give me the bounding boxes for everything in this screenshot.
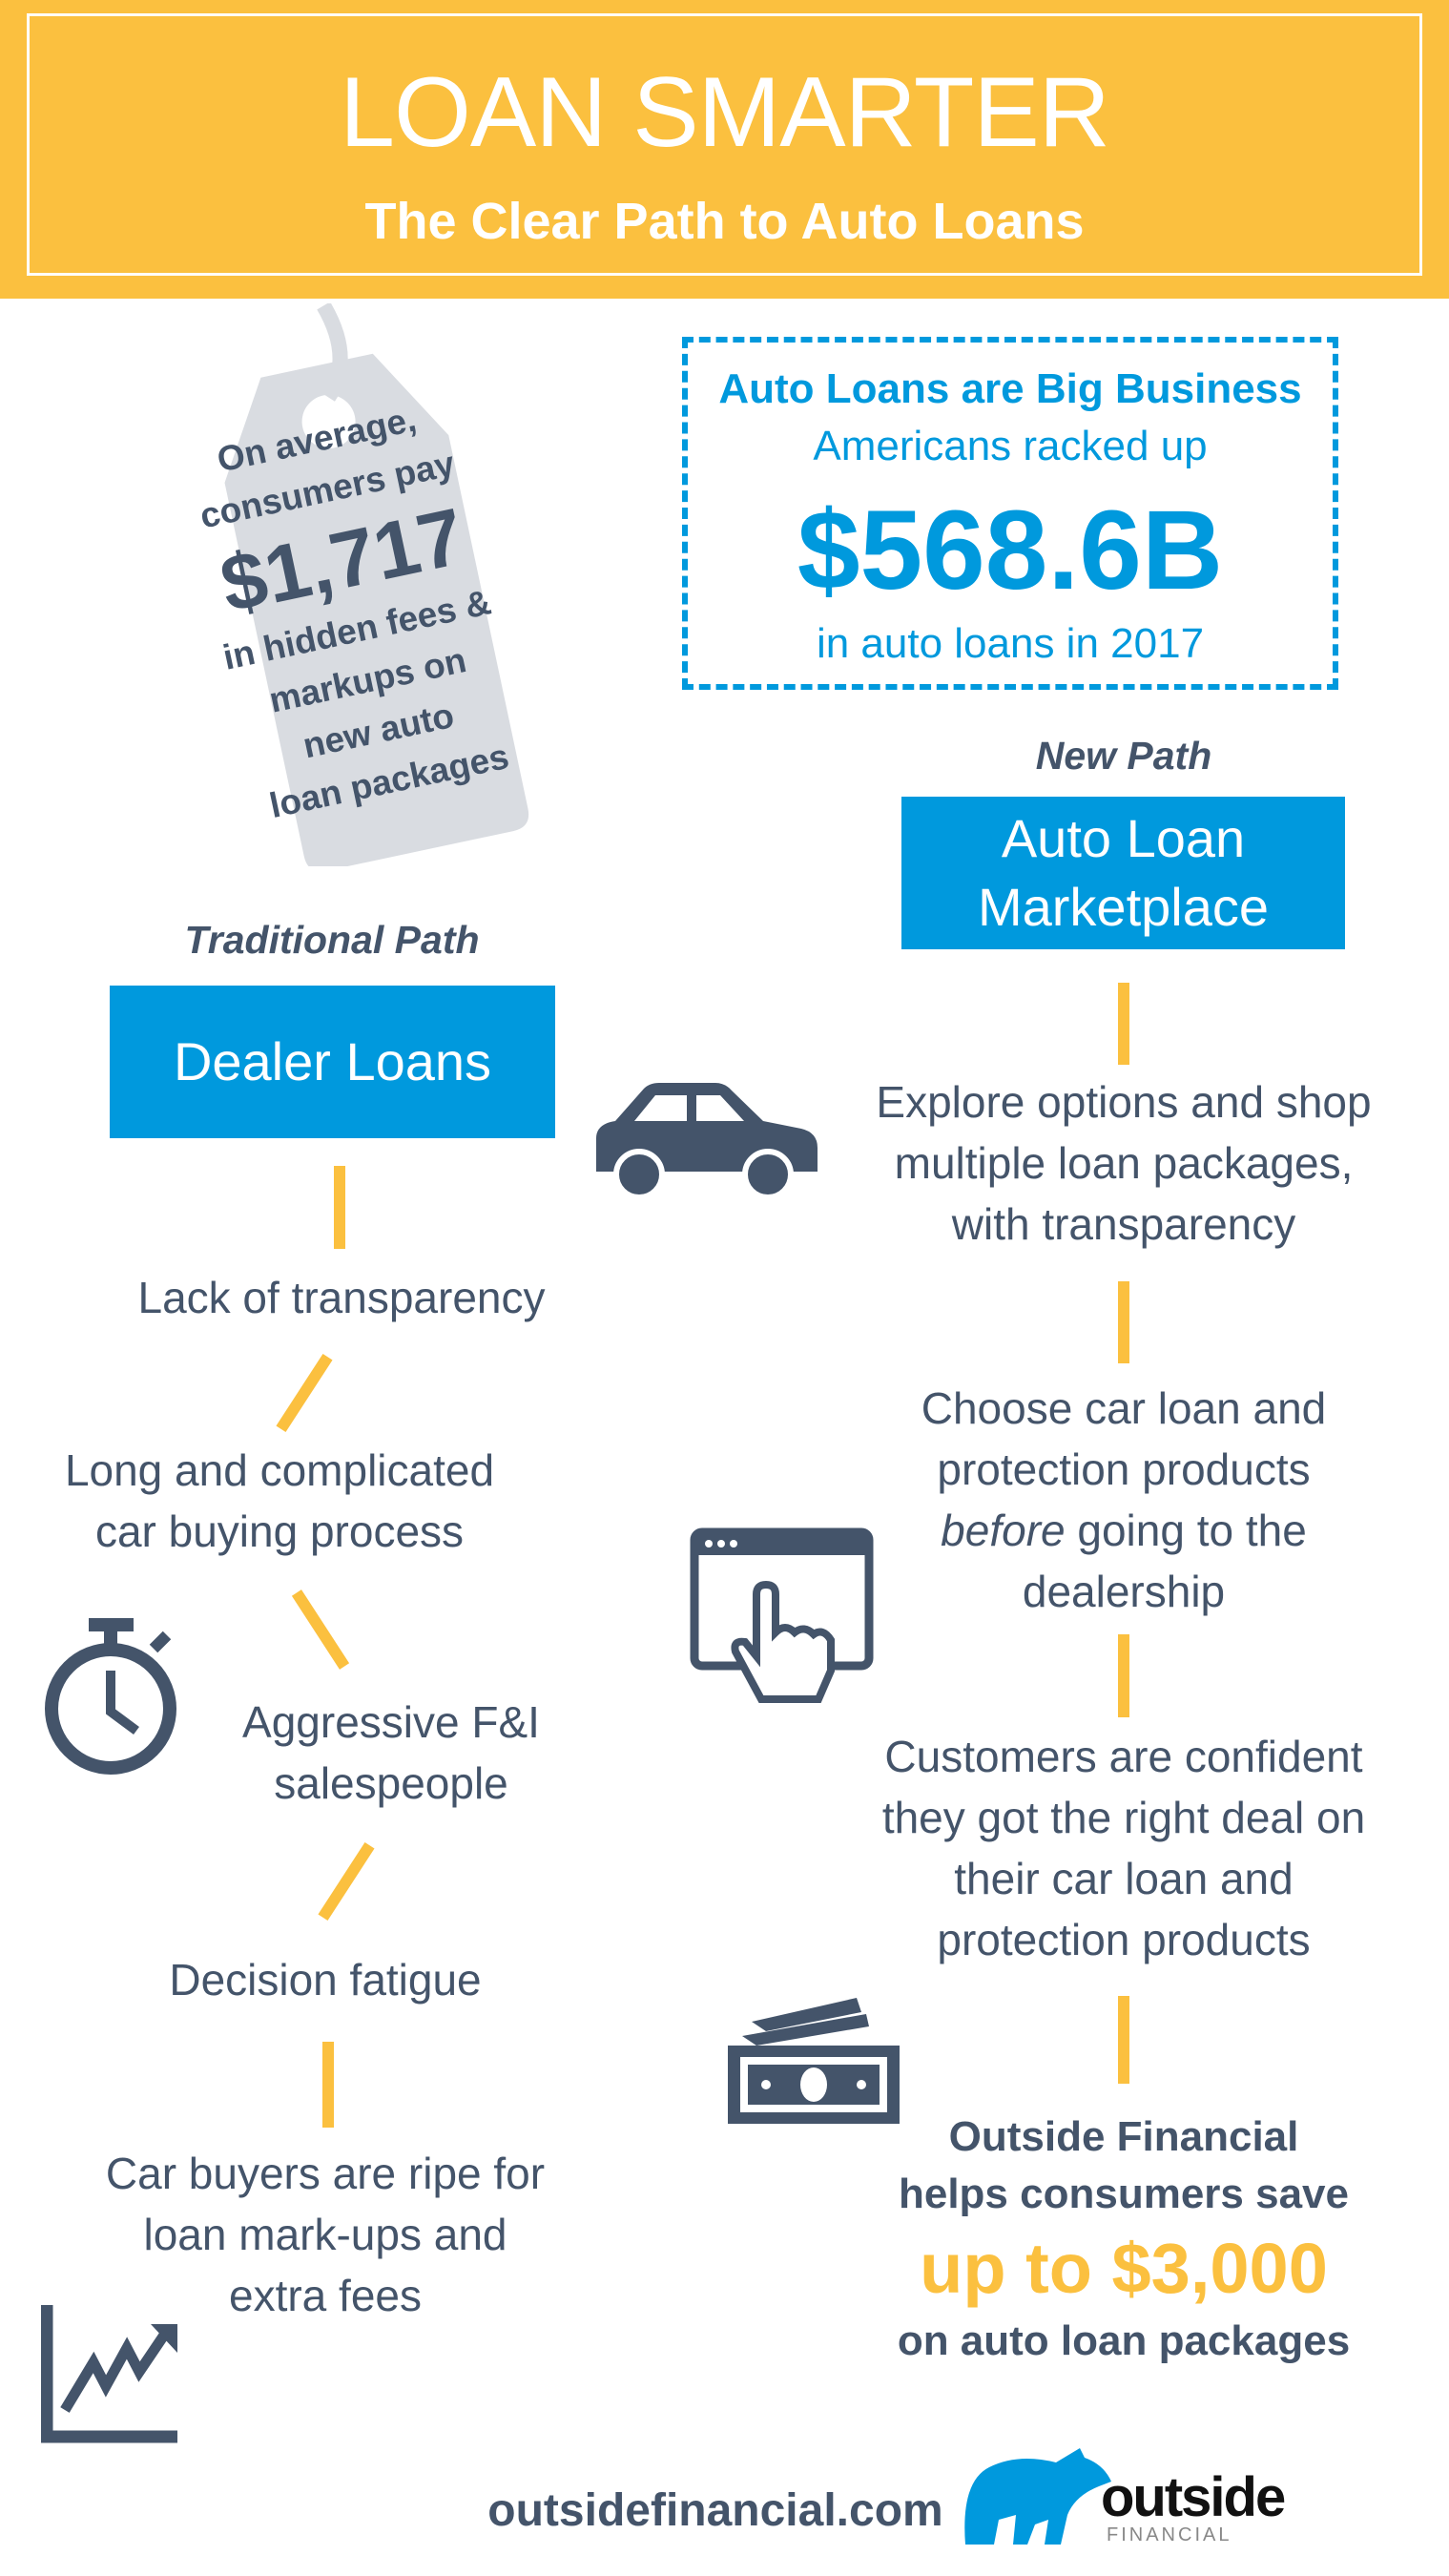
text-line: dealership xyxy=(1022,1567,1226,1616)
savings-line3: on auto loan packages xyxy=(897,2317,1351,2364)
logo-wordmark: outside xyxy=(1101,2466,1286,2528)
footer-url[interactable]: outsidefinancial.com xyxy=(487,2485,943,2536)
new-path-label: New Path xyxy=(1035,734,1212,778)
savings-amount: up to $3,000 xyxy=(920,2229,1328,2308)
path-dash xyxy=(334,1166,345,1249)
big-business-line2: in auto loans in 2017 xyxy=(816,620,1205,667)
text-line: Explore options and shop xyxy=(876,1077,1372,1127)
price-tag-icon xyxy=(224,303,529,866)
marketplace-line: Marketplace xyxy=(977,877,1270,937)
text-line: protection products xyxy=(937,1444,1311,1494)
step-aggressive-sales: Aggressive F&I salespeople xyxy=(105,1692,677,1814)
path-dash xyxy=(322,2042,334,2128)
path-dash xyxy=(291,1589,350,1670)
text-line: extra fees xyxy=(229,2271,422,2320)
path-dash xyxy=(1118,1996,1129,2084)
text-line: Choose car loan and xyxy=(921,1383,1327,1433)
path-dash xyxy=(1118,1281,1129,1363)
path-dash xyxy=(318,1841,375,1922)
big-business-amount: $568.6B xyxy=(797,488,1224,613)
text-line: car buying process xyxy=(94,1506,465,1556)
step-ripe-markups: Car buyers are ripe for loan mark-ups and… xyxy=(39,2143,611,2326)
text-line: with transparency xyxy=(951,1199,1296,1249)
text-line: Customers are confident xyxy=(884,1732,1363,1781)
text-line: Decision fatigue xyxy=(169,1955,482,2005)
text-line: Lack of transparency xyxy=(137,1273,546,1322)
text-line: loan mark-ups and xyxy=(143,2210,507,2259)
savings-text: Outside Financial helps consumers save xyxy=(838,2109,1410,2223)
text-line: multiple loan packages, xyxy=(894,1138,1354,1188)
page-subtitle: The Clear Path to Auto Loans xyxy=(364,193,1085,250)
text-line: Outside Financial xyxy=(948,2113,1299,2160)
text-line: protection products xyxy=(937,1915,1311,1964)
text-line: Long and complicated xyxy=(64,1445,495,1495)
big-business-heading: Auto Loans are Big Business xyxy=(718,365,1302,412)
stopwatch-icon xyxy=(45,1618,176,1775)
step-lack-transparency: Lack of transparency xyxy=(55,1267,628,1328)
header-banner xyxy=(0,0,1449,299)
dealer-loans-box: Dealer Loans xyxy=(110,986,555,1138)
text-line: helps consumers save xyxy=(898,2171,1349,2217)
marketplace-box: Auto Loan Marketplace xyxy=(901,797,1345,949)
step-long-process: Long and complicated car buying process xyxy=(0,1440,566,1562)
page-title: LOAN SMARTER xyxy=(340,57,1110,168)
traditional-path-label: Traditional Path xyxy=(184,918,480,962)
step-decision-fatigue: Decision fatigue xyxy=(39,1949,611,2010)
text-line: salespeople xyxy=(274,1758,508,1808)
text-line: going to the xyxy=(1065,1506,1307,1555)
text-line: Car buyers are ripe for xyxy=(105,2149,546,2198)
marketplace-line: Auto Loan xyxy=(1001,808,1246,868)
rising-chart-icon xyxy=(41,2305,177,2443)
money-icon xyxy=(728,1998,900,2124)
step-explore-options: Explore options and shop multiple loan pa… xyxy=(838,1071,1410,1255)
path-dash xyxy=(276,1353,333,1433)
text-line: they got the right deal on xyxy=(881,1793,1366,1842)
car-icon xyxy=(596,1083,818,1199)
path-dash xyxy=(1118,1634,1129,1717)
big-business-box xyxy=(682,337,1338,690)
logo-subtext: FINANCIAL xyxy=(1107,2524,1232,2545)
text-line: Aggressive F&I xyxy=(242,1697,540,1747)
text-line: before xyxy=(941,1506,1066,1555)
step-confident: Customers are confident they got the righ… xyxy=(838,1726,1410,1970)
path-dash xyxy=(1118,983,1129,1065)
browser-click-icon xyxy=(690,1527,874,1703)
text-line: their car loan and xyxy=(954,1854,1294,1903)
header-frame xyxy=(27,13,1422,276)
step-choose-loan: Choose car loan and protection products be… xyxy=(838,1378,1410,1622)
big-business-line1: Americans racked up xyxy=(813,423,1208,469)
bear-logo-icon xyxy=(964,2448,1111,2545)
